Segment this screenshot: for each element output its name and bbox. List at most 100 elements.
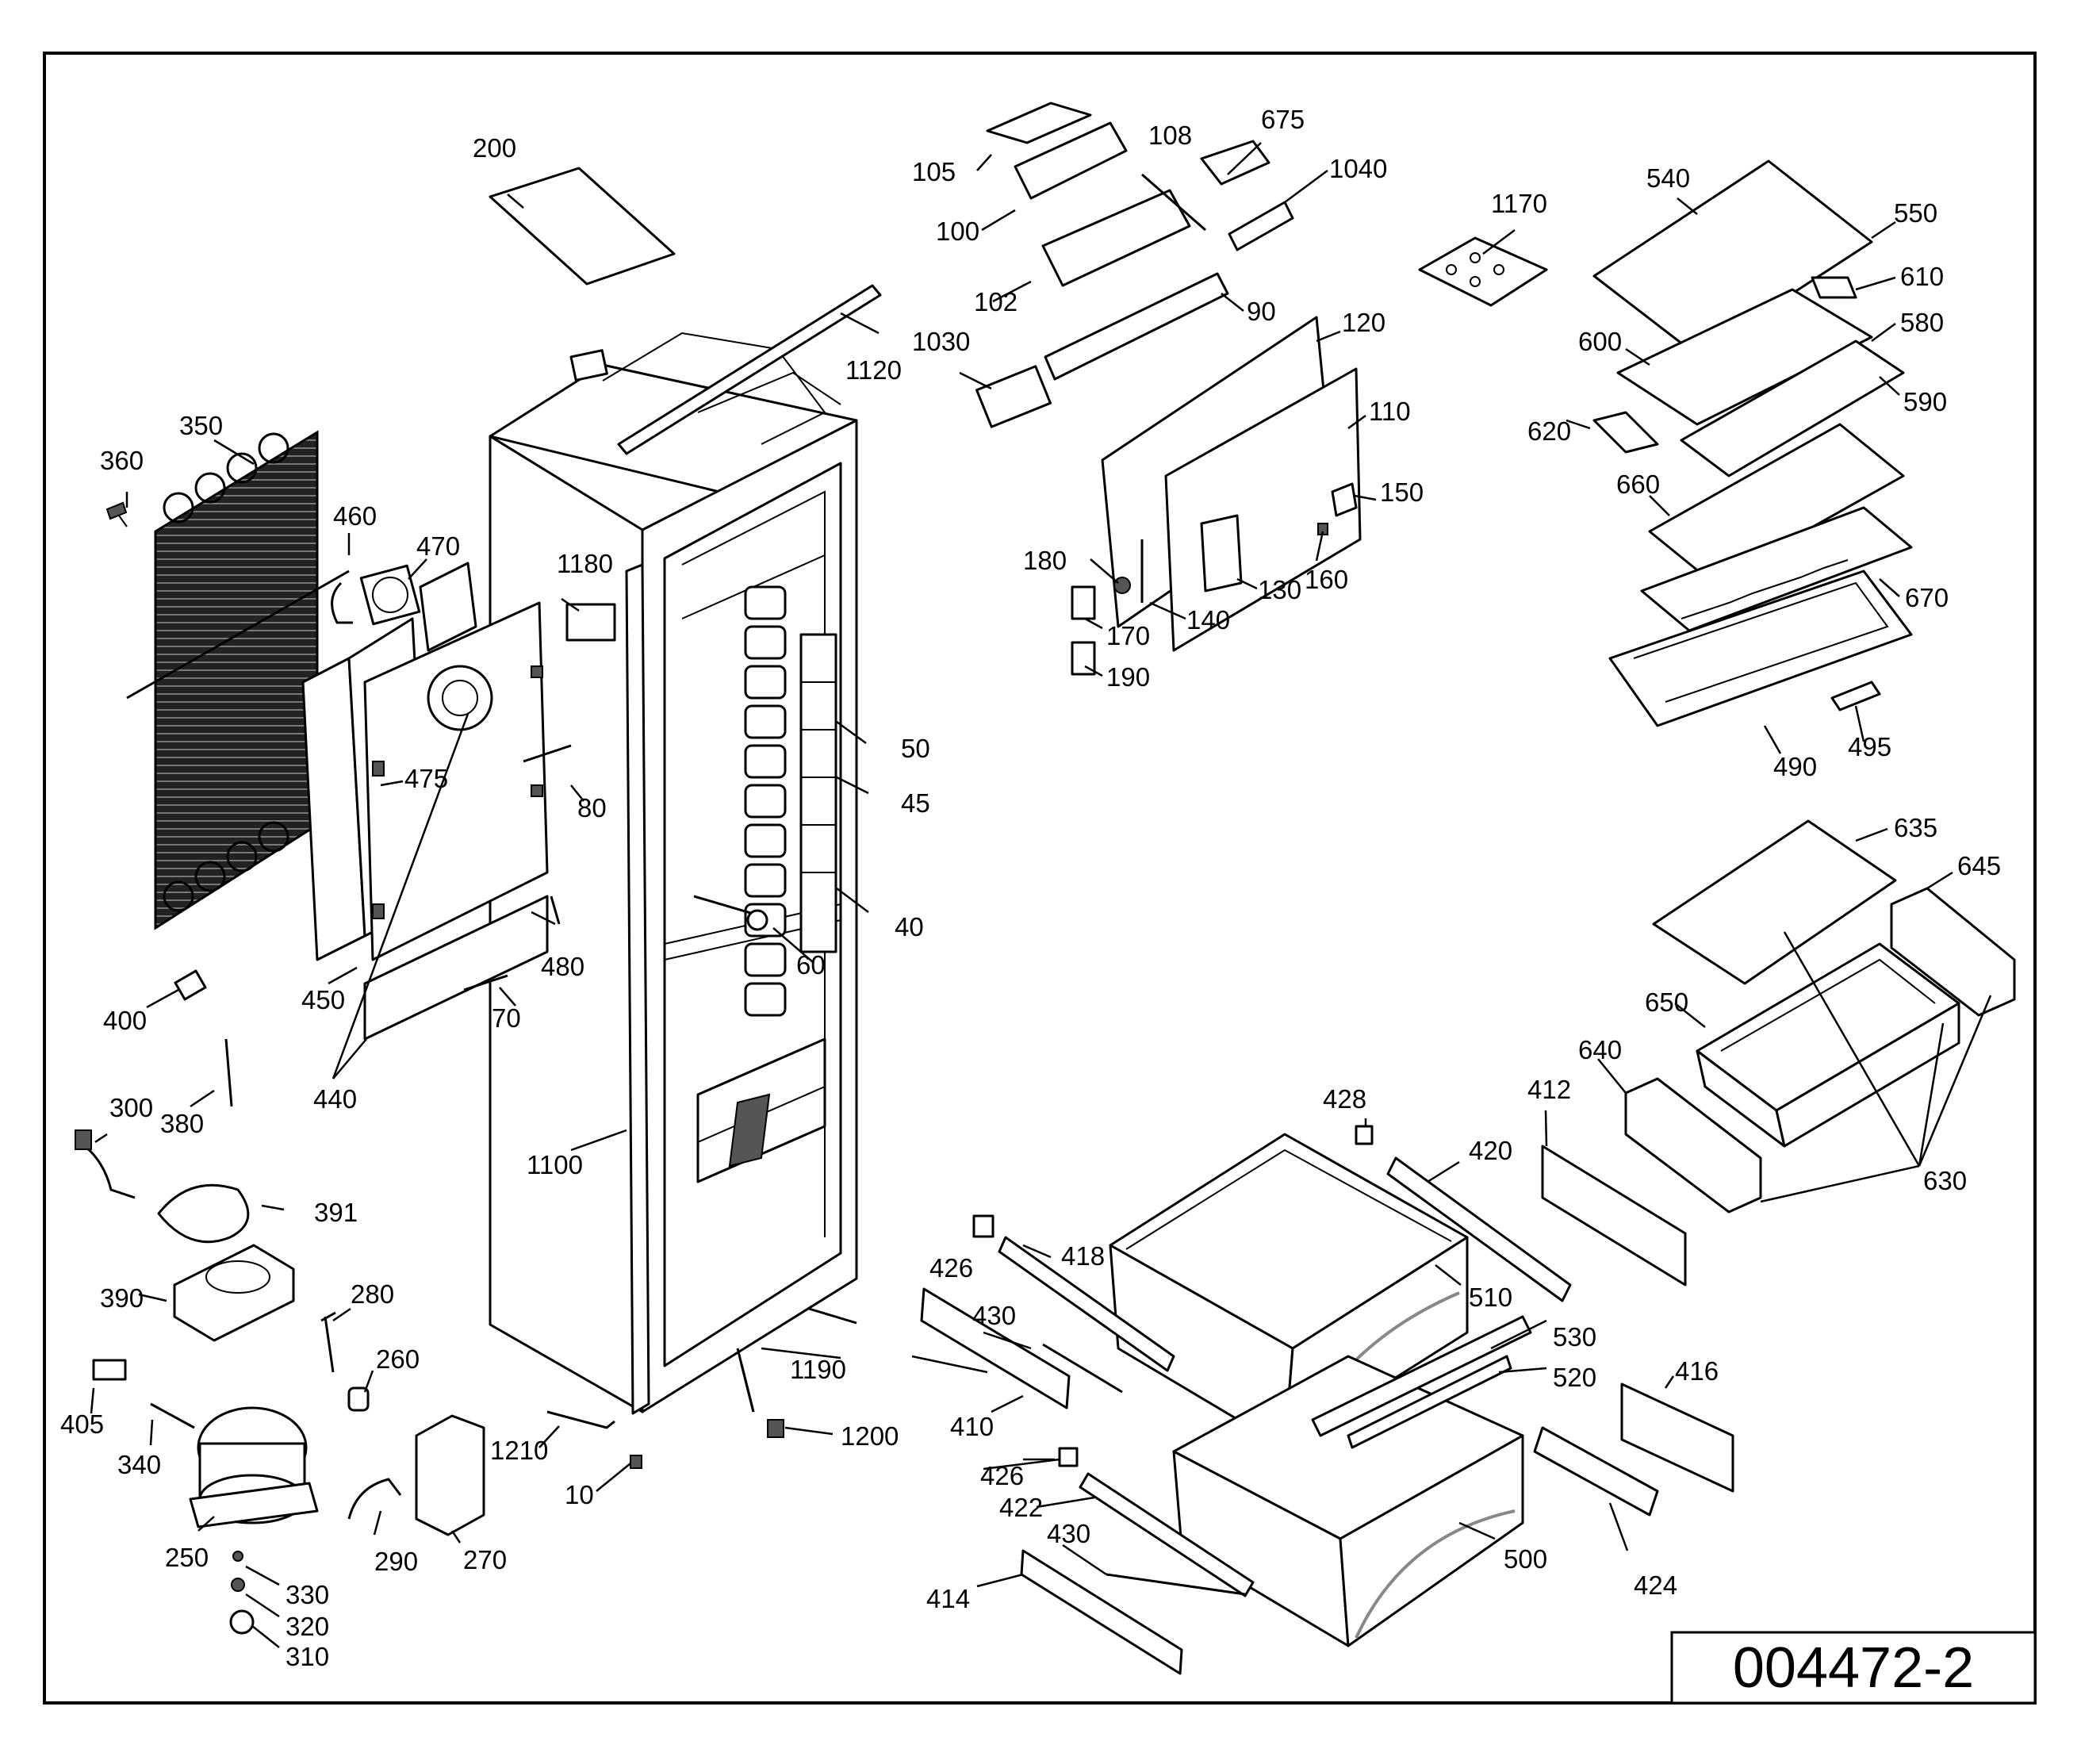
label-180: 180 <box>1023 546 1067 575</box>
leader-lines <box>90 142 1953 1648</box>
wire-shelf-670 <box>1640 506 1913 632</box>
part-620 <box>1592 411 1659 454</box>
drawing-number-box <box>1670 1631 2037 1705</box>
screw-360-icon <box>105 501 128 527</box>
label-675: 675 <box>1261 105 1305 134</box>
label-670: 670 <box>1905 583 1949 612</box>
label-1190: 1190 <box>790 1355 846 1384</box>
door-bin-column <box>744 585 837 1017</box>
label-410: 410 <box>950 1412 994 1441</box>
label-390: 390 <box>100 1283 144 1313</box>
rail-420 <box>1386 1156 1572 1302</box>
label-310: 310 <box>286 1642 329 1671</box>
label-490: 490 <box>1773 752 1817 781</box>
part-1040 <box>1228 201 1294 251</box>
rail-412 <box>1541 1145 1687 1287</box>
part-130 <box>1200 514 1243 592</box>
label-500: 500 <box>1504 1544 1547 1574</box>
part-640 <box>1624 1077 1762 1214</box>
compressor-250 <box>189 1406 319 1528</box>
label-120: 120 <box>1342 308 1385 337</box>
label-280: 280 <box>351 1279 394 1309</box>
drawing-frame <box>43 52 2037 1705</box>
part-675 <box>1200 140 1270 186</box>
label-260: 260 <box>376 1344 420 1374</box>
glass-shelf-660 <box>1648 423 1905 585</box>
label-520: 520 <box>1553 1363 1596 1392</box>
label-470: 470 <box>416 531 460 561</box>
label-420: 420 <box>1469 1136 1512 1165</box>
label-45: 45 <box>901 788 930 818</box>
rail-422 <box>1079 1472 1255 1597</box>
control-panel-90 <box>1044 272 1229 381</box>
label-1200: 1200 <box>841 1421 899 1451</box>
label-416: 416 <box>1675 1356 1719 1386</box>
label-330: 330 <box>286 1580 329 1609</box>
label-660: 660 <box>1616 470 1660 499</box>
label-580: 580 <box>1900 308 1944 337</box>
label-380: 380 <box>160 1109 204 1138</box>
fan-470 <box>359 564 421 626</box>
label-300: 300 <box>109 1093 153 1122</box>
label-100: 100 <box>936 217 979 246</box>
label-430-lower: 430 <box>1047 1519 1090 1548</box>
label-270: 270 <box>463 1545 507 1574</box>
part-610 <box>1811 276 1857 299</box>
relay-box-270 <box>415 1414 485 1536</box>
label-480: 480 <box>541 952 584 981</box>
label-108: 108 <box>1148 121 1192 150</box>
label-105: 105 <box>912 157 956 186</box>
label-1040: 1040 <box>1329 154 1387 183</box>
drain-tray-391 <box>157 1183 250 1244</box>
label-160: 160 <box>1305 565 1348 594</box>
control-board-100 <box>1014 121 1128 200</box>
label-540: 540 <box>1646 163 1690 193</box>
glass-shelf-580 <box>1680 339 1905 477</box>
part-labels: 10 40 45 50 60 70 80 90 100 102 105 108 … <box>60 105 2001 1671</box>
label-630: 630 <box>1923 1166 1967 1195</box>
label-422: 422 <box>999 1493 1043 1522</box>
clip-460 <box>331 581 353 624</box>
label-495: 495 <box>1848 732 1891 761</box>
label-530: 530 <box>1553 1322 1596 1352</box>
evaporator-cover <box>301 562 549 1041</box>
label-418: 418 <box>1061 1241 1105 1271</box>
label-250: 250 <box>165 1543 209 1572</box>
label-450: 450 <box>301 985 345 1014</box>
label-1170: 1170 <box>1491 189 1547 218</box>
label-80: 80 <box>577 793 607 823</box>
label-400: 400 <box>103 1006 147 1035</box>
label-140: 140 <box>1186 605 1230 635</box>
label-110: 110 <box>1369 397 1411 426</box>
label-424: 424 <box>1634 1570 1677 1600</box>
label-650: 650 <box>1645 987 1688 1017</box>
label-440: 440 <box>313 1084 357 1114</box>
label-10: 10 <box>565 1480 594 1509</box>
label-550: 550 <box>1894 198 1937 228</box>
part-400 <box>174 969 207 1001</box>
label-170: 170 <box>1106 621 1150 650</box>
part-1030 <box>975 365 1052 428</box>
glass-cover-635 <box>1652 819 1897 985</box>
label-102: 102 <box>974 287 1018 316</box>
label-426-upper: 426 <box>929 1253 973 1283</box>
label-475: 475 <box>404 764 448 793</box>
label-1180: 1180 <box>557 549 613 578</box>
label-405: 405 <box>60 1409 104 1439</box>
label-460: 460 <box>333 501 377 531</box>
label-350: 350 <box>179 411 223 440</box>
rail-424 <box>1533 1426 1659 1517</box>
label-320: 320 <box>286 1612 329 1641</box>
part-200 <box>489 167 676 286</box>
part-105 <box>986 102 1092 144</box>
label-130: 130 <box>1258 575 1301 604</box>
part-102 <box>1041 189 1191 287</box>
label-70: 70 <box>492 1003 521 1033</box>
label-430-upper: 430 <box>972 1301 1016 1330</box>
top-trim-rail <box>617 284 882 455</box>
label-426-lower: 426 <box>980 1461 1024 1490</box>
rail-418 <box>998 1236 1175 1372</box>
glass-shelf-600 <box>1616 288 1873 426</box>
label-50: 50 <box>901 734 930 763</box>
